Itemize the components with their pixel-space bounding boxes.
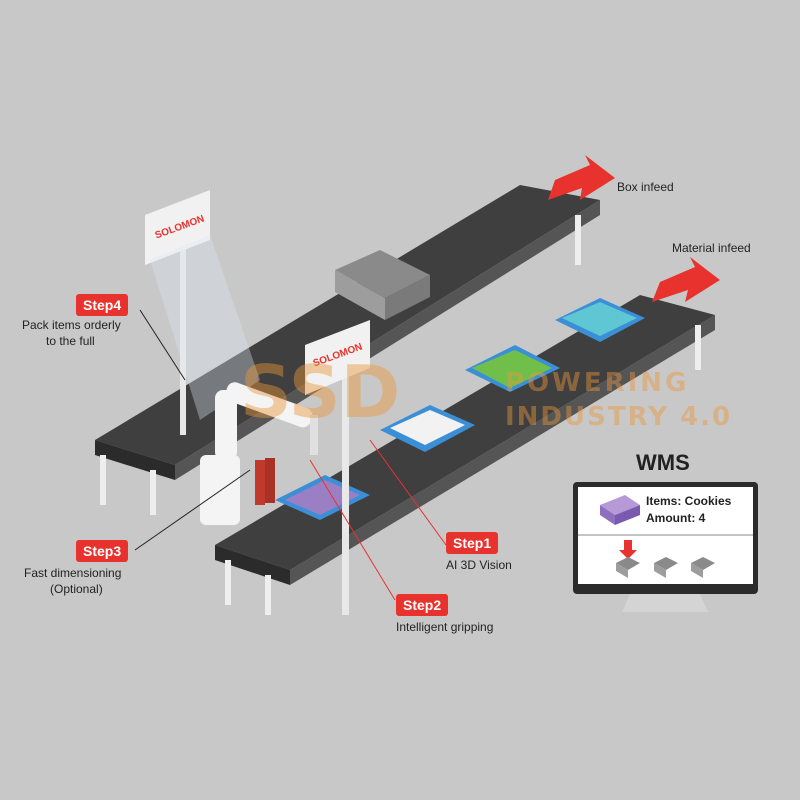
step4-desc-line2: to the full (46, 334, 95, 348)
watermark-line1: POWERING (505, 368, 690, 398)
robot-arm (200, 382, 318, 525)
step2-desc: Intelligent gripping (396, 620, 494, 634)
step1-leader (369, 439, 447, 546)
camera-post-1 (145, 190, 260, 435)
step3-leader (134, 469, 251, 551)
step4-badge: Step4 (76, 294, 129, 316)
step2-leader (309, 459, 396, 601)
step3-desc-line1: Fast dimensioning (24, 566, 122, 580)
empty-box (335, 250, 430, 320)
camera-post-2 (305, 320, 370, 615)
material-infeed-arrow (652, 257, 720, 302)
watermark-line2: INDUSTRY 4.0 (505, 402, 733, 432)
watermark-logo: SSD (240, 350, 401, 434)
step3-badge: Step3 (76, 540, 129, 562)
material-infeed-label: Material infeed (672, 241, 751, 255)
dimension-scanner (255, 458, 275, 505)
tray-teal (555, 298, 645, 342)
tray-green (465, 345, 560, 392)
step1-badge: Step1 (446, 532, 499, 554)
wms-items: Items: Cookies (646, 494, 732, 508)
step4-desc-line1: Pack items orderly (22, 318, 121, 332)
step1-desc: AI 3D Vision (446, 558, 512, 572)
wms-title: WMS (636, 450, 690, 475)
wms-down-arrow (619, 540, 637, 559)
wms-amount: Amount: 4 (646, 511, 706, 525)
box-infeed-label: Box infeed (617, 180, 674, 194)
step4-leader (139, 309, 186, 381)
wms-monitor (573, 482, 758, 612)
step3-desc-line2: (Optional) (50, 582, 103, 596)
box-infeed-arrow (548, 155, 615, 200)
tray-white (380, 405, 475, 452)
step2-badge: Step2 (396, 594, 449, 616)
